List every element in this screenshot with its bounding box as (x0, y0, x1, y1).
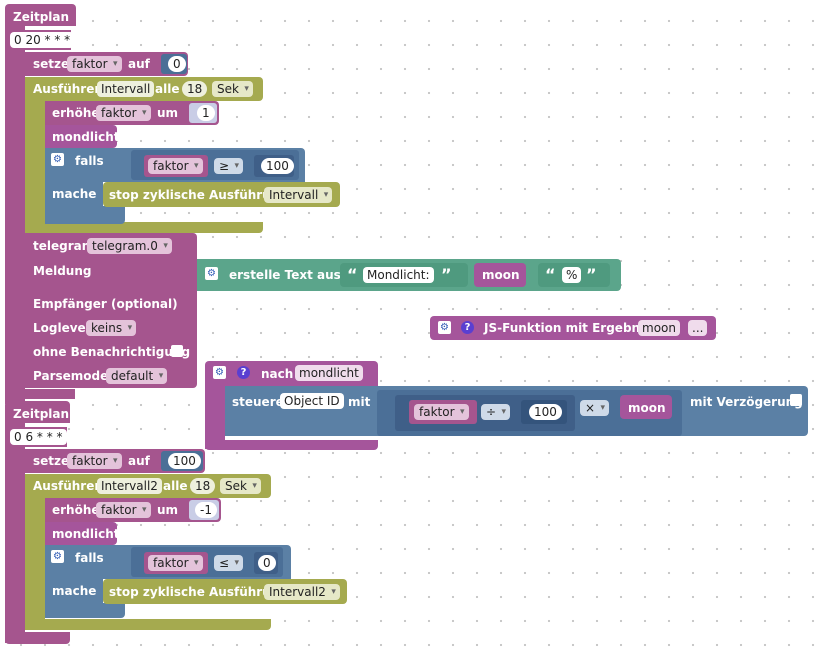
telegram-instance-dropdown[interactable]: telegram.0 (87, 238, 172, 254)
increment-by-label: um (157, 503, 179, 517)
loglevel-dropdown[interactable]: keins (86, 320, 137, 336)
gear-icon[interactable]: ⚙ (51, 153, 64, 166)
text-part-1-input[interactable]: Mondlicht: (363, 267, 434, 283)
text-part-3-input[interactable]: % (562, 267, 582, 283)
silent-checkbox[interactable] (171, 345, 183, 357)
procedure-call-block[interactable] (45, 522, 117, 545)
procedure-call-label: mondlicht (52, 527, 120, 541)
interval-name-input[interactable]: Intervall2 (97, 478, 162, 494)
close-quote-icon: ” (586, 265, 597, 284)
interval-unit-dropdown[interactable]: Sek (212, 81, 253, 97)
set-to-label: auf (128, 57, 150, 71)
moon-multiplier-label: moon (628, 401, 666, 415)
parsemode-label: Parsemode (33, 369, 109, 383)
schedule-title: Zeitplan (13, 10, 70, 24)
cron-input[interactable]: 0 20 * * * (10, 32, 75, 48)
telegram-label: telegram (33, 239, 95, 253)
interval-label: Ausführen (33, 82, 103, 96)
stop-label: stop zyklische Ausführung (109, 188, 288, 202)
procedure-label: nach (261, 367, 294, 381)
parsemode-dropdown[interactable]: default (106, 368, 168, 384)
set-value-input[interactable]: 100 (168, 453, 201, 469)
gear-icon[interactable]: ⚙ (51, 550, 64, 563)
recipient-label: Empfänger (optional) (33, 297, 178, 311)
condition-value-input[interactable]: 100 (261, 158, 294, 174)
procedure-call-block[interactable] (45, 125, 117, 148)
increment-label: erhöhe (52, 503, 100, 517)
set-label: setze (33, 454, 70, 468)
if-label: falls (75, 154, 104, 168)
increment-variable-dropdown[interactable]: faktor (96, 105, 151, 121)
set-variable-dropdown[interactable]: faktor (67, 56, 122, 72)
interval-count-input[interactable]: 18 (190, 478, 216, 494)
multiply-operator-dropdown[interactable]: × (580, 400, 610, 416)
help-icon[interactable]: ? (237, 366, 250, 379)
set-label: setze (33, 57, 70, 71)
stop-target-dropdown[interactable]: Intervall (264, 187, 333, 203)
text-join-label: erstelle Text aus (229, 268, 341, 282)
silent-label: ohne Benachrichtigung (33, 345, 191, 359)
object-id-button[interactable]: Object ID (280, 393, 344, 409)
increment-label: erhöhe (52, 106, 100, 120)
close-quote-icon: ” (441, 265, 452, 284)
with-label: mit (348, 395, 371, 409)
procedure-variable-dropdown[interactable]: faktor (414, 404, 469, 420)
gear-icon[interactable]: ⚙ (438, 321, 451, 334)
if-do-label: mache (52, 584, 97, 598)
schedule-block-1[interactable] (5, 4, 76, 26)
interval-label: Ausführen (33, 479, 103, 493)
divide-value-input[interactable]: 100 (529, 404, 562, 420)
js-function-label: JS-Funktion mit Ergebnis (484, 321, 652, 335)
open-quote-icon: “ (545, 265, 556, 284)
increment-variable-dropdown[interactable]: faktor (96, 502, 151, 518)
stop-label: stop zyklische Ausführung (109, 585, 288, 599)
increment-by-label: um (157, 106, 179, 120)
if-do-label: mache (52, 187, 97, 201)
compare-operator-dropdown[interactable]: ≥ (214, 158, 244, 174)
procedure-name-input[interactable]: mondlicht (295, 365, 363, 381)
interval-name-input[interactable]: Intervall (97, 81, 155, 97)
set-variable-dropdown[interactable]: faktor (67, 453, 122, 469)
set-to-label: auf (128, 454, 150, 468)
divide-operator-dropdown[interactable]: ÷ (481, 404, 511, 420)
moon-variable-block[interactable] (474, 263, 526, 287)
condition-variable-dropdown[interactable]: faktor (148, 158, 203, 174)
js-function-name-input[interactable]: moon (638, 320, 680, 336)
cron-input[interactable]: 0 6 * * * (10, 429, 67, 445)
moon-variable-label: moon (482, 268, 520, 282)
schedule-title: Zeitplan (13, 407, 70, 421)
increment-value-input[interactable]: 1 (197, 105, 215, 121)
compare-operator-dropdown[interactable]: ≤ (214, 555, 244, 571)
delay-checkbox[interactable] (790, 394, 802, 406)
help-icon[interactable]: ? (461, 321, 474, 334)
gear-icon[interactable]: ⚙ (213, 366, 226, 379)
interval-count-input[interactable]: 18 (182, 81, 208, 97)
increment-value-input[interactable]: -1 (195, 502, 217, 518)
message-label: Meldung (33, 264, 92, 278)
moon-multiplier-block[interactable] (620, 395, 672, 419)
condition-variable-dropdown[interactable]: faktor (148, 555, 203, 571)
interval-every-label: alle (155, 82, 180, 96)
gear-icon[interactable]: ⚙ (205, 267, 218, 280)
open-quote-icon: “ (347, 265, 358, 284)
schedule-block-2[interactable] (5, 401, 70, 423)
telegram-block[interactable] (25, 233, 197, 388)
js-function-params-button[interactable]: ... (688, 320, 708, 336)
control-label: steuere (232, 395, 284, 409)
interval-every-label: alle (163, 479, 188, 493)
condition-value-input[interactable]: 0 (258, 555, 276, 571)
loglevel-label: Loglevel (33, 321, 90, 335)
if-label: falls (75, 551, 104, 565)
interval-unit-dropdown[interactable]: Sek (220, 478, 261, 494)
procedure-call-label: mondlicht (52, 130, 120, 144)
stop-target-dropdown[interactable]: Intervall2 (264, 584, 340, 600)
delay-label: mit Verzögerung (690, 395, 803, 409)
set-value-input[interactable]: 0 (168, 56, 186, 72)
